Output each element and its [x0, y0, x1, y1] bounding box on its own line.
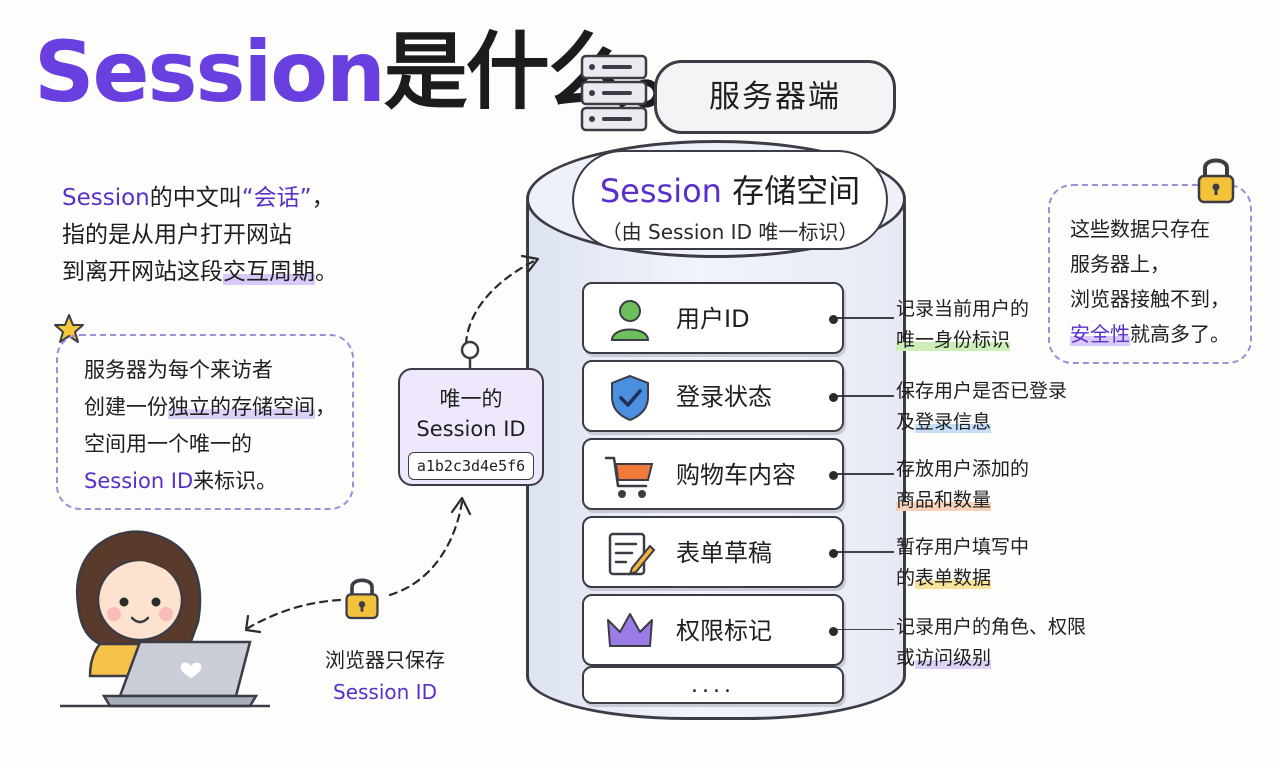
browser-note-l2: Session ID: [333, 680, 437, 704]
row-connector-dot: [829, 549, 838, 558]
title-en: Session: [34, 23, 386, 121]
row-label: 用户ID: [676, 305, 750, 333]
left-note-highlight: 独立的存储空间: [168, 395, 315, 419]
server-icon: [580, 54, 648, 132]
intro-highlight: 交互周期: [223, 259, 315, 285]
server-label: 服务器端: [654, 60, 896, 134]
tag-l2: Session ID: [416, 417, 526, 441]
desc-line: 保存用户是否已登录: [896, 380, 1068, 402]
right-note-highlight: 安全性: [1070, 322, 1130, 346]
shield-check-icon: [611, 374, 649, 422]
intro-quote: “会话”: [241, 185, 312, 211]
desc-highlight: 唯一身份标识: [896, 329, 1011, 351]
right-note-l2: 服务器上，: [1070, 252, 1170, 276]
left-note-l2-end: ，: [315, 395, 336, 419]
row-connector-dot: [829, 393, 838, 402]
desc-permissions: 记录用户的角色、权限 或访问级别: [896, 612, 1086, 674]
desc-line: 存放用户添加的: [896, 458, 1030, 480]
row-user-id: 用户ID: [582, 282, 844, 354]
left-note-l1: 服务器为每个来访者: [84, 358, 273, 382]
desc-line: 记录当前用户的: [896, 298, 1030, 320]
intro-l3-end: 。: [315, 259, 338, 285]
row-form-draft: 表单草稿: [582, 516, 844, 588]
intro-l2: 指的是从用户打开网站: [62, 222, 292, 248]
row-cart: 购物车内容: [582, 438, 844, 510]
left-note-l3: 空间用一个唯一的: [84, 432, 252, 456]
desc-line: 记录用户的角色、权限: [896, 616, 1087, 638]
desc-highlight: 商品和数量: [896, 489, 992, 511]
desc-line: 暂存用户填写中: [896, 536, 1030, 558]
user-icon: [610, 300, 650, 341]
session-id-value: a1b2c3d4e5f6: [407, 452, 535, 480]
desc-prefix: 或: [896, 647, 916, 669]
desc-highlight: 表单数据: [915, 567, 992, 589]
row-label: 购物车内容: [676, 461, 796, 489]
storage-title-zh: 存储空间: [721, 172, 861, 210]
intro-text: Session的中文叫“会话”， 指的是从用户打开网站 到离开网站这段交互周期。: [62, 180, 392, 291]
user-with-laptop-illustration: [60, 530, 270, 708]
crown-icon: [607, 613, 653, 647]
desc-login: 保存用户是否已登录 及登录信息: [896, 376, 1067, 438]
intro-session: Session: [62, 185, 150, 211]
intro-l3-prefix: 到离开网站这段: [62, 259, 223, 285]
left-note-l2-prefix: 创建一份: [84, 395, 168, 419]
lock-icon: [1197, 158, 1235, 204]
desc-prefix: 的: [896, 567, 916, 589]
desc-connectors: [836, 317, 894, 630]
row-label: 权限标记: [676, 617, 772, 645]
lock-icon: [345, 578, 379, 620]
right-note-l1: 这些数据只存在: [1070, 217, 1210, 241]
left-note: 服务器为每个来访者 创建一份独立的存储空间， 空间用一个唯一的 Session …: [56, 334, 354, 510]
storage-title: Session 存储空间: [574, 166, 886, 212]
row-connector-dot: [829, 315, 838, 324]
desc-highlight: 访问级别: [915, 647, 992, 669]
intro-l1-rest: 的中文叫: [149, 185, 242, 211]
desc-user-id: 记录当前用户的 唯一身份标识: [896, 294, 1029, 356]
row-permissions: 权限标记: [582, 594, 844, 666]
row-more: ....: [582, 666, 844, 704]
right-note-l3: 浏览器接触不到，: [1070, 287, 1230, 311]
desc-cart: 存放用户添加的 商品和数量: [896, 454, 1029, 516]
storage-subtitle: （由 Session ID 唯一标识）: [601, 220, 859, 244]
flow-arrows: [244, 254, 540, 634]
row-connector-dot: [829, 627, 838, 636]
storage-title-en: Session: [599, 172, 722, 210]
cart-icon: [604, 456, 654, 498]
form-pencil-icon: [608, 532, 656, 576]
tag-l1: 唯一的: [439, 387, 503, 411]
desc-prefix: 及: [896, 411, 916, 433]
row-label: 登录状态: [676, 383, 772, 411]
left-note-l4-rest: 来标识。: [193, 469, 278, 493]
left-note-session-id: Session ID: [84, 469, 194, 493]
browser-note: 浏览器只保存 Session ID: [300, 644, 470, 708]
storage-title-box: Session 存储空间 （由 Session ID 唯一标识）: [572, 150, 888, 250]
desc-highlight: 登录信息: [915, 411, 992, 433]
right-note: 这些数据只存在 服务器上， 浏览器接触不到， 安全性就高多了。: [1048, 184, 1252, 364]
right-note-l4-rest: 就高多了。: [1130, 322, 1230, 346]
row-label: 表单草稿: [676, 539, 772, 567]
browser-note-l1: 浏览器只保存: [325, 648, 445, 672]
desc-form: 暂存用户填写中 的表单数据: [896, 532, 1029, 594]
intro-l1-end: ，: [311, 185, 335, 211]
row-login-status: 登录状态: [582, 360, 844, 432]
session-id-tag: 唯一的 Session ID a1b2c3d4e5f6: [398, 368, 544, 486]
row-connector-dot: [829, 471, 838, 480]
